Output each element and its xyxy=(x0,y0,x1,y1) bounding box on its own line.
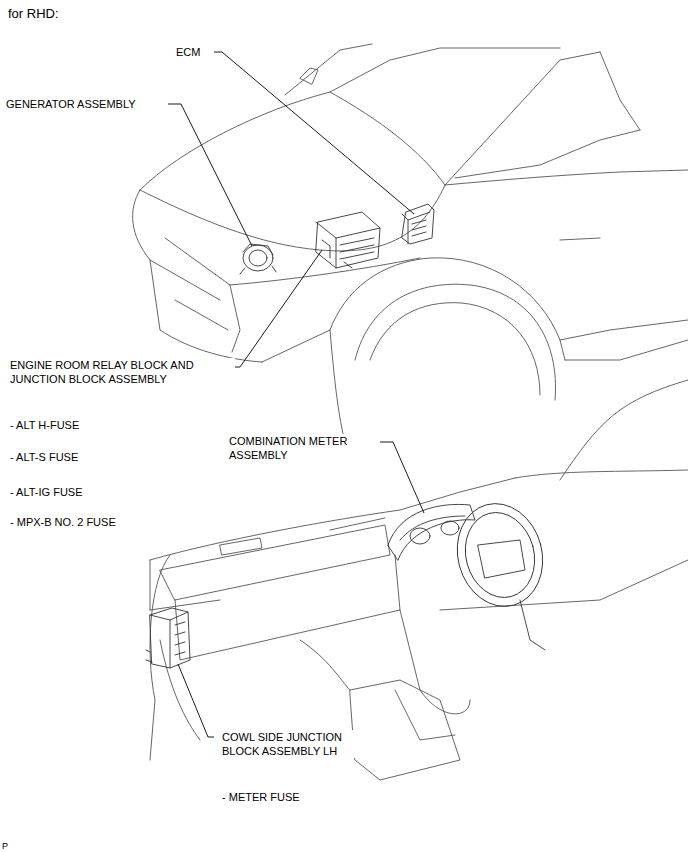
view-title: for RHD: xyxy=(8,6,59,22)
fuse-name: - ALT-S FUSE xyxy=(10,450,78,464)
part-name: ENGINE ROOM RELAY BLOCK AND JUNCTION BLO… xyxy=(10,358,235,386)
part-name: COMBINATION METER ASSEMBLY xyxy=(229,434,379,462)
part-name: GENERATOR ASSEMBLY xyxy=(6,97,136,111)
fuse-name: - METER FUSE xyxy=(222,790,300,804)
part-name: COWL SIDE JUNCTION BLOCK ASSEMBLY LH xyxy=(222,730,370,758)
fuse-name: - ALT H-FUSE xyxy=(10,418,79,432)
fuse-name: - MPX-B NO. 2 FUSE xyxy=(10,515,116,529)
fuse-name: - ALT-IG FUSE xyxy=(10,485,83,499)
part-name: ECM xyxy=(176,45,200,59)
figure-code: P xyxy=(2,841,8,851)
